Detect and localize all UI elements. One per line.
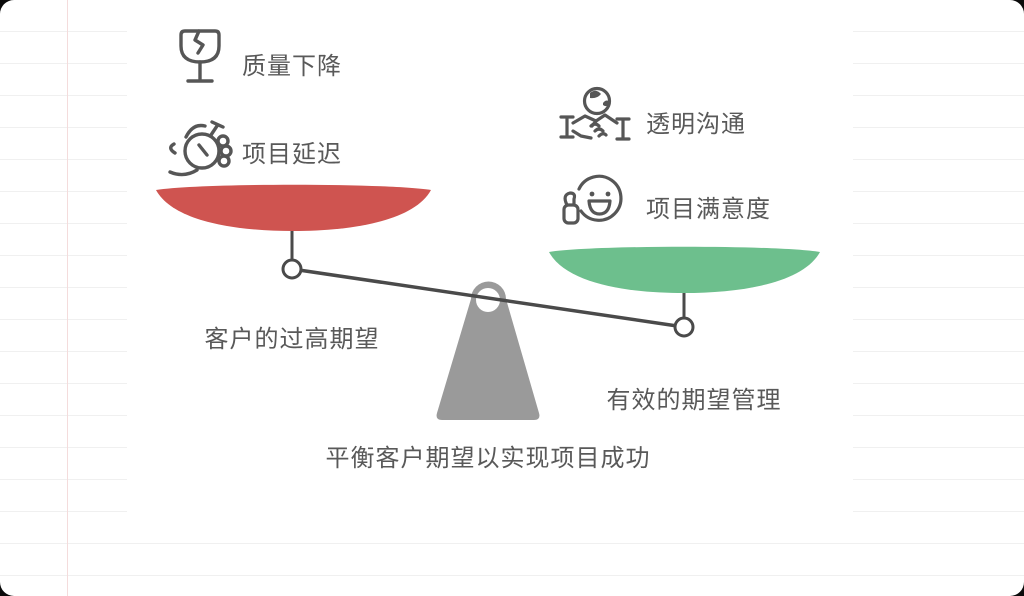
beam: [291, 267, 685, 329]
quality-decline-label: 质量下降: [242, 52, 342, 80]
broken-glass-icon: [172, 27, 228, 87]
project-satisfaction-label: 项目满意度: [646, 195, 771, 223]
right-pan: [549, 246, 820, 293]
project-delay-label: 项目延迟: [242, 140, 342, 168]
fulcrum-hole: [476, 288, 500, 312]
diagram-caption: 平衡客户期望以实现项目成功: [325, 444, 651, 472]
fulcrum: [436, 281, 540, 420]
right-cause-label: 有效的期望管理: [606, 386, 782, 414]
transparent-communication-label: 透明沟通: [646, 110, 746, 138]
notebook-margin-line: [67, 0, 68, 596]
stopwatch-hand-icon: [164, 114, 240, 178]
left-pivot: [281, 258, 303, 280]
smiley-thumbs-up-icon: [558, 168, 628, 230]
handshake-globe-icon: [558, 86, 632, 146]
right-pivot: [673, 316, 695, 338]
left-cause-label: 客户的过高期望: [204, 325, 380, 353]
left-pan: [156, 184, 431, 231]
